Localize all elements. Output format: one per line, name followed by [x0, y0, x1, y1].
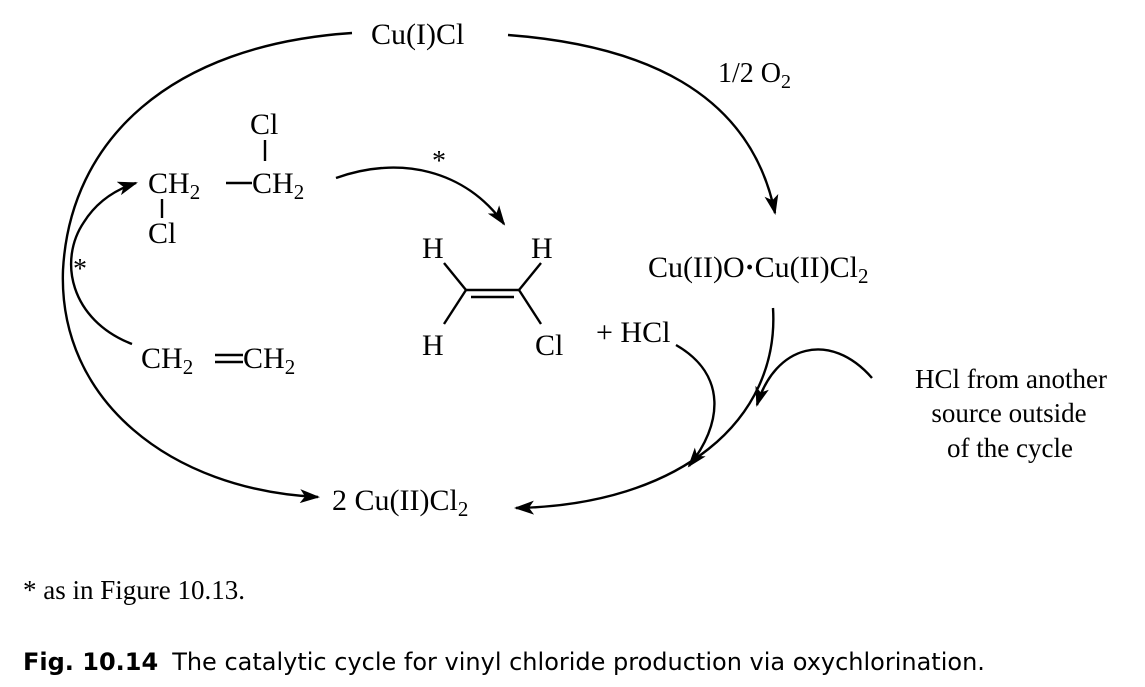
vinyl-bond-h2: [518, 262, 542, 291]
vinyl-bond-h3: [442, 289, 468, 325]
external-hcl-line-3: of the cycle: [947, 433, 1073, 463]
edc-ch2-right: CH2: [252, 167, 304, 204]
asterisk-marker-left: *: [73, 254, 87, 285]
edc-chlorine-top: Cl: [250, 108, 278, 141]
arrow-hcl-product: [675, 343, 716, 468]
ethylene-ch2-right: CH2: [243, 342, 295, 379]
arrow-edc-to-vinyl: [335, 166, 506, 226]
vinyl-bond-h1: [443, 262, 467, 291]
arrow-cuo-to-cucl2: [514, 307, 775, 515]
cu1-chloride-label: Cu(I)Cl: [371, 18, 464, 51]
copper-dichloride-label: 2 Cu(II)Cl2: [332, 484, 468, 521]
vinyl-hydrogen-top-left: H: [422, 232, 444, 265]
oxygen-label: 1/2 O2: [718, 58, 791, 93]
arrow-cucl-to-cuo: [507, 33, 779, 215]
copper-oxychloride-label: Cu(II)O·Cu(II)Cl2: [648, 251, 868, 288]
external-hcl-line-1: HCl from another: [915, 364, 1107, 394]
arrow-external-hcl: [755, 348, 873, 407]
edc-chlorine-bottom: Cl: [148, 217, 176, 250]
hcl-product-label: + HCl: [596, 316, 670, 349]
external-hcl-line-2: source outside: [931, 398, 1086, 428]
arrow-cucl-to-cucl2: [61, 31, 353, 504]
footnote: * as in Figure 10.13.: [23, 575, 245, 605]
vinyl-hydrogen-top-right: H: [531, 232, 553, 265]
vinyl-hydrogen-bottom-left: H: [422, 329, 444, 362]
edc-ch2-left: CH2: [148, 167, 200, 204]
caption-number: Fig. 10.14: [23, 648, 158, 676]
asterisk-marker-top: *: [432, 146, 446, 177]
vinyl-chlorine: Cl: [535, 329, 563, 362]
arrow-ethylene-to-edc: [70, 181, 138, 346]
ethylene-ch2-left: CH2: [141, 342, 193, 379]
vinyl-bond-cl: [517, 289, 543, 325]
caption-text: The catalytic cycle for vinyl chloride p…: [171, 648, 985, 676]
figure-caption: Fig. 10.14 The catalytic cycle for vinyl …: [23, 648, 985, 676]
